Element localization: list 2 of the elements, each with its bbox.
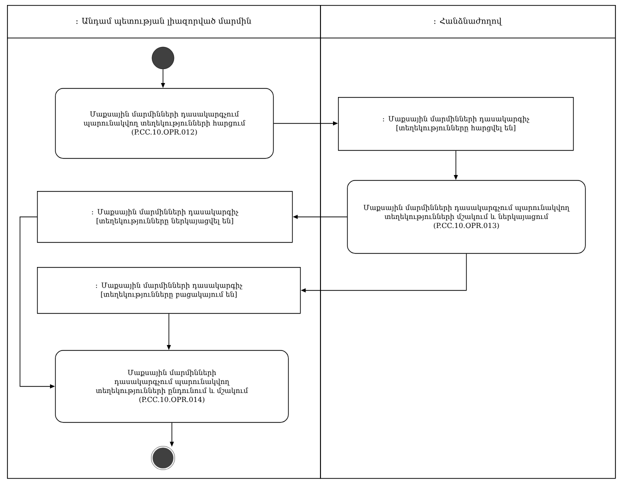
end-node	[151, 446, 175, 470]
start-node	[152, 46, 174, 70]
